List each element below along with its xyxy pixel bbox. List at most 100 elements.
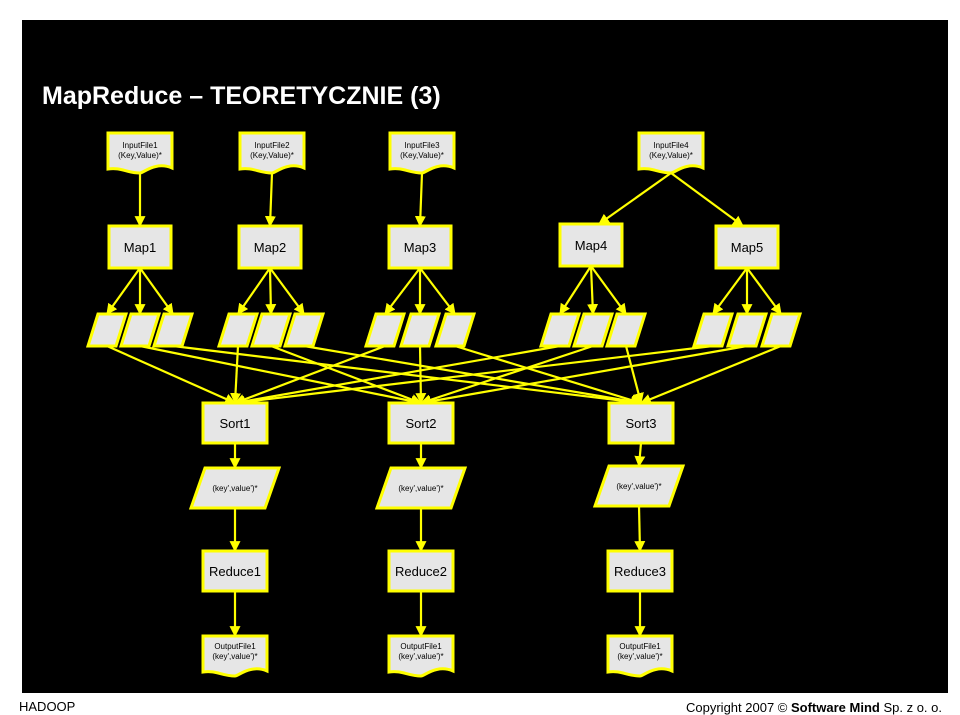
edge-shuffle-m4-s2 (419, 344, 594, 406)
edge-map4-part1 (559, 265, 592, 315)
company-name: Software Mind (790, 700, 880, 715)
edge-map2-part2 (265, 267, 277, 316)
map-output-partition (759, 312, 803, 348)
map-label: Map1 (124, 240, 157, 255)
map-output-partition (282, 312, 326, 348)
input-file-subtitle: (Key,Value)* (250, 151, 294, 160)
map-label: Map4 (575, 238, 608, 253)
intermediate-data-node (374, 466, 468, 510)
output-file-label: OutputFile1 (619, 642, 661, 651)
map-label: Map5 (731, 240, 764, 255)
map-output-partition (571, 312, 615, 348)
map-output-partition (118, 312, 162, 348)
output-file-label: OutputFile1 (400, 642, 442, 651)
edge-map3-part3 (419, 267, 456, 315)
map-output-partition (85, 312, 129, 348)
map-output-partition (691, 312, 735, 348)
edge-map3-part1 (384, 267, 421, 315)
output-file-node (606, 634, 674, 678)
reduce-node (387, 549, 455, 593)
map-output-partition (249, 312, 293, 348)
map-label: Map3 (404, 240, 437, 255)
output-file-subtitle: (key',value')* (398, 652, 443, 661)
reduce-label: Reduce2 (395, 564, 447, 579)
edge-shuffle-m1-s2 (139, 344, 423, 407)
map-node (237, 224, 303, 270)
reduce-label: Reduce1 (209, 564, 261, 579)
map-node (107, 224, 173, 270)
reduce-node (201, 549, 269, 593)
map-output-partition (725, 312, 769, 348)
map-node (387, 224, 453, 270)
reduce-label: Reduce3 (614, 564, 666, 579)
edge-map2-part3 (269, 267, 305, 315)
footer-label: HADOOP (19, 699, 76, 714)
node-layer: InputFile1(Key,Value)*InputFile2(Key,Val… (85, 131, 803, 678)
sort-label: Sort3 (625, 416, 656, 431)
map-output-partition (398, 312, 442, 348)
map-output-partition (216, 312, 260, 348)
edge-shuffle-m3-s1 (233, 344, 386, 405)
edge-map4-part3 (590, 265, 627, 315)
slide-canvas: MapReduce – TEORETYCZNIE (3) (22, 20, 948, 693)
input-file-subtitle: (Key,Value)* (118, 151, 162, 160)
edge-sort3-inter (634, 442, 646, 468)
input-file-label: InputFile4 (653, 141, 689, 150)
input-file-subtitle: (Key,Value)* (649, 151, 693, 160)
edge-map1-part1 (106, 267, 141, 315)
company-suffix: Sp. z o. o. (883, 700, 942, 715)
intermediate-data-label: (key',value')* (398, 484, 443, 493)
edge-input4-map4 (598, 172, 672, 225)
edge-shuffle-m2-s1 (230, 345, 242, 405)
input-file-label: InputFile2 (254, 141, 290, 150)
edge-shuffle-m1-s1 (106, 344, 237, 405)
intermediate-data-node (188, 466, 282, 510)
intermediate-data-node (592, 464, 686, 508)
edge-input2-map2 (264, 172, 276, 228)
connector-layer (106, 172, 782, 638)
footer-copyright: Copyright 2007 © Software Mind Sp. z o. … (686, 700, 942, 715)
sort-node (201, 401, 269, 445)
input-file-node (637, 131, 705, 175)
edge-map2-part1 (237, 267, 271, 315)
output-file-node (387, 634, 455, 678)
edge-map4-part2 (587, 265, 599, 316)
slide-title: MapReduce – TEORETYCZNIE (3) (42, 82, 441, 110)
edge-shuffle-m2-s2 (270, 344, 423, 405)
edge-shuffle-m5-s3 (639, 344, 782, 405)
map-output-partition (363, 312, 407, 348)
map-output-partition (538, 312, 582, 348)
map-node (558, 222, 624, 268)
copyright-prefix: Copyright 2007 © (686, 700, 788, 715)
intermediate-data-label: (key',value')* (616, 482, 661, 491)
sort-label: Sort2 (405, 416, 436, 431)
sort-node (387, 401, 455, 445)
map-node (714, 224, 780, 270)
map-output-partition (151, 312, 195, 348)
input-file-subtitle: (Key,Value)* (400, 151, 444, 160)
edge-map5-part1 (712, 267, 748, 315)
edge-input3-map3 (414, 172, 426, 228)
intermediate-data-label: (key',value')* (212, 484, 257, 493)
edge-shuffle-m3-s2 (415, 345, 427, 405)
edge-shuffle-m1-s3 (172, 344, 643, 408)
sort-label: Sort1 (219, 416, 250, 431)
map-label: Map2 (254, 240, 287, 255)
edge-inter3-reduce (634, 505, 646, 553)
edge-shuffle-m3-s3 (454, 344, 643, 406)
edge-shuffle-m5-s2 (419, 344, 748, 407)
input-file-node (238, 131, 306, 175)
edge-shuffle-m4-s1 (233, 344, 561, 407)
map-output-partition (604, 312, 648, 348)
edge-map5-part3 (746, 267, 782, 315)
input-file-node (388, 131, 456, 175)
input-file-label: InputFile3 (404, 141, 440, 150)
edge-shuffle-m5-s1 (233, 344, 714, 408)
output-file-subtitle: (key',value')* (617, 652, 662, 661)
output-file-subtitle: (key',value')* (212, 652, 257, 661)
input-file-label: InputFile1 (122, 141, 158, 150)
edge-map1-part3 (139, 267, 174, 315)
output-file-label: OutputFile1 (214, 642, 256, 651)
output-file-node (201, 634, 269, 678)
